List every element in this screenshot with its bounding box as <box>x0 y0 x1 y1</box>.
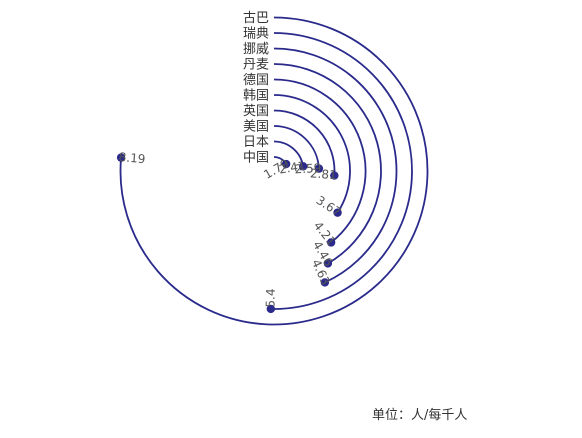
value-label-古巴: 8.19 <box>118 150 146 166</box>
category-label-丹麦: 丹麦 <box>243 58 269 73</box>
category-label-瑞典: 瑞典 <box>243 27 269 42</box>
bar-丹麦 <box>273 63 382 265</box>
value-label-日本: 2.41 <box>278 159 307 177</box>
category-label-日本: 日本 <box>243 135 269 150</box>
category-label-中国: 中国 <box>243 151 269 166</box>
bar-美国 <box>273 125 320 169</box>
category-label-德国: 德国 <box>243 73 269 88</box>
category-label-英国: 英国 <box>243 104 269 119</box>
bar-end-dot-古巴 <box>116 153 126 162</box>
bar-end-dot-瑞典 <box>266 304 276 314</box>
category-label-韩国: 韩国 <box>243 89 269 104</box>
value-label-瑞典: 5.4 <box>263 288 277 307</box>
bar-end-dot-日本 <box>298 162 308 171</box>
value-label-英国: 2.81 <box>310 166 338 182</box>
bar-end-dot-韩国 <box>333 208 342 217</box>
bar-end-dot-英国 <box>330 171 339 180</box>
category-label-美国: 美国 <box>243 120 269 135</box>
value-label-美国: 2.59 <box>294 161 321 176</box>
bar-end-dot-美国 <box>314 164 324 173</box>
bar-英国 <box>273 109 336 176</box>
bar-end-dot-中国 <box>281 159 291 169</box>
category-label-古巴: 古巴 <box>243 11 269 26</box>
bar-瑞典 <box>270 32 413 310</box>
category-label-挪威: 挪威 <box>243 42 269 57</box>
bar-挪威 <box>273 47 398 284</box>
bar-end-dot-德国 <box>326 238 336 247</box>
bar-end-dot-挪威 <box>320 278 330 287</box>
bar-韩国 <box>273 94 351 214</box>
unit-label: 单位：人/每千人 <box>372 408 468 423</box>
bar-德国 <box>273 78 367 244</box>
bar-end-dot-丹麦 <box>323 259 333 268</box>
bar-古巴 <box>119 16 429 326</box>
